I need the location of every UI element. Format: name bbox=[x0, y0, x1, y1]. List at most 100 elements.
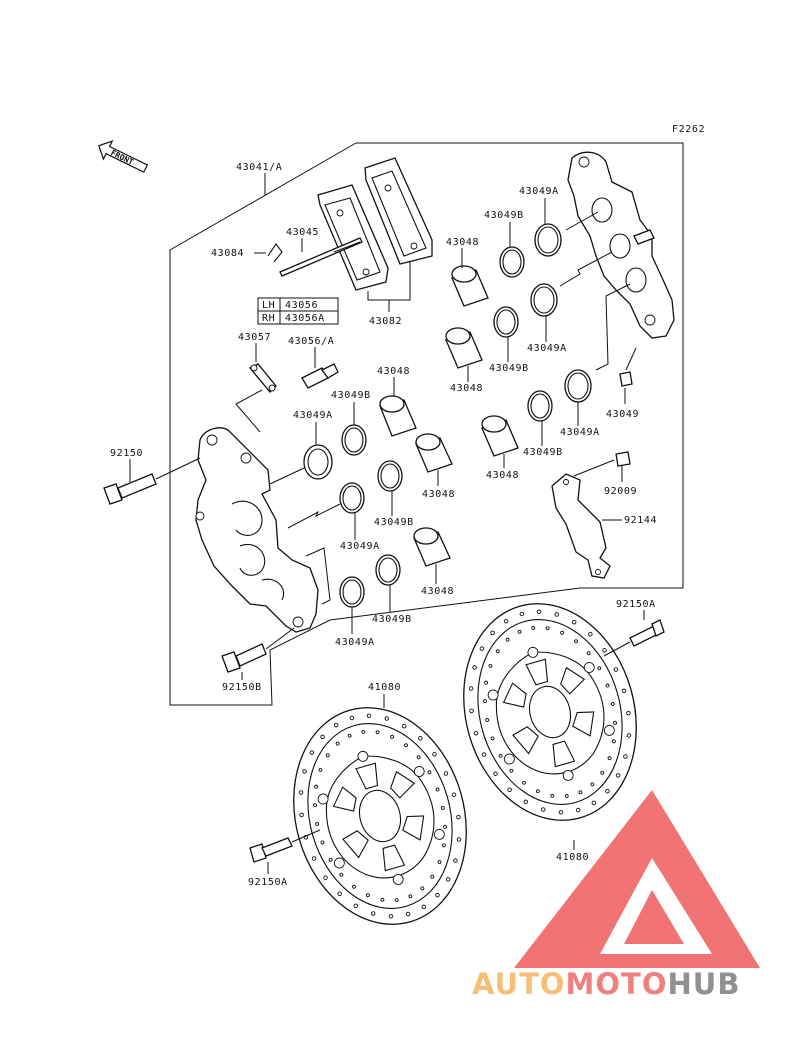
disc-cooling-hole bbox=[550, 793, 555, 798]
seal-left-4 bbox=[377, 460, 403, 492]
disc-cooling-hole bbox=[578, 790, 583, 795]
automotohub-watermark: AUTOMOTOHUB bbox=[472, 790, 760, 1001]
disc-cooling-hole bbox=[473, 730, 479, 736]
disc-cooling-hole bbox=[574, 639, 578, 644]
caliper-half-right bbox=[567, 151, 675, 339]
disc-cooling-hole bbox=[485, 718, 490, 722]
disc-cooling-hole bbox=[479, 646, 485, 651]
disc-cooling-hole bbox=[339, 872, 344, 877]
label-43049b-3: 43049B bbox=[372, 614, 412, 625]
disc-cooling-hole bbox=[320, 734, 325, 740]
disc-cooling-hole bbox=[456, 814, 461, 820]
seal-left-2 bbox=[341, 424, 367, 456]
disc-cooling-hole bbox=[328, 857, 333, 862]
disc-cooling-hole bbox=[347, 733, 352, 738]
disc-cooling-hole bbox=[298, 790, 304, 795]
label-43049a-5: 43049A bbox=[527, 343, 567, 354]
label-43082: 43082 bbox=[369, 316, 402, 327]
disc-cooling-hole bbox=[388, 914, 394, 919]
label-43049: 43049 bbox=[606, 409, 639, 420]
disc-cooling-hole bbox=[540, 807, 546, 812]
disc-cooling-hole bbox=[299, 812, 304, 818]
disc-cooling-hole bbox=[333, 722, 339, 728]
label-43041a: 43041/A bbox=[236, 162, 282, 173]
disc-cooling-hole bbox=[421, 904, 427, 910]
rh-part: 43056A bbox=[285, 313, 325, 324]
lh-rh-table: LH 43056 RH 43056A bbox=[257, 297, 339, 325]
label-43049b-1: 43049B bbox=[331, 390, 371, 401]
disc-cooling-hole bbox=[488, 663, 493, 668]
watermark-triangle-icon bbox=[514, 790, 760, 968]
disc-cooling-hole bbox=[586, 651, 591, 656]
disc-cooling-hole bbox=[456, 837, 462, 842]
disc-cooling-hole bbox=[309, 750, 315, 755]
disc-cooling-hole bbox=[320, 840, 325, 845]
seal-left-3 bbox=[339, 482, 365, 514]
disc-cooling-hole bbox=[613, 667, 619, 672]
label-43056a: 43056/A bbox=[288, 336, 334, 347]
disc-cooling-hole bbox=[626, 733, 632, 738]
brand-part-moto: MOTO bbox=[566, 967, 668, 1001]
pin-clip bbox=[267, 243, 283, 263]
disc-cooling-hole bbox=[519, 611, 525, 617]
seal-right-2 bbox=[534, 223, 562, 257]
label-43049b-5: 43049B bbox=[489, 363, 529, 374]
label-92150b: 92150B bbox=[222, 682, 262, 693]
disc-cooling-hole bbox=[493, 771, 498, 776]
disc-cooling-hole bbox=[361, 729, 366, 734]
label-43049b-6: 43049B bbox=[523, 447, 563, 458]
brake-pad-set bbox=[317, 157, 433, 291]
label-41080-right: 41080 bbox=[556, 852, 589, 863]
rh-label: RH bbox=[262, 313, 275, 324]
disc-cooling-hole bbox=[365, 893, 370, 898]
disc-cooling-hole bbox=[588, 632, 593, 637]
label-92009: 92009 bbox=[604, 486, 637, 497]
front-direction-arrow: FRONT bbox=[98, 140, 149, 173]
disc-cooling-hole bbox=[404, 743, 408, 748]
piston-left-2 bbox=[415, 433, 453, 473]
caliper-half-left bbox=[195, 389, 319, 633]
caliper-bolt-92150b bbox=[221, 643, 267, 673]
disc-cooling-hole bbox=[503, 618, 509, 624]
disc-cooling-hole bbox=[352, 884, 356, 889]
label-43049a-3: 43049A bbox=[335, 637, 375, 648]
label-92150a-1: 92150A bbox=[616, 599, 656, 610]
disc-cooling-hole bbox=[590, 782, 595, 787]
lh-label: LH bbox=[262, 300, 275, 311]
piston-right-3 bbox=[481, 415, 519, 457]
disc-cooling-hole bbox=[441, 843, 446, 848]
disc-cooling-hole bbox=[605, 788, 610, 794]
disc-cooling-hole bbox=[451, 792, 457, 798]
label-43048-2: 43048 bbox=[422, 489, 455, 500]
disc-cooling-hole bbox=[545, 626, 550, 631]
disc-right-windows bbox=[502, 658, 595, 768]
seal-left-5 bbox=[339, 576, 365, 608]
disc-bolt-92150a-1 bbox=[629, 619, 665, 647]
disc-cooling-hole bbox=[302, 769, 307, 774]
disc-cooling-hole bbox=[490, 736, 495, 741]
lh-part: 43056 bbox=[285, 300, 318, 311]
disc-cooling-hole bbox=[517, 629, 522, 634]
hose-bracket bbox=[551, 473, 611, 579]
disc-cooling-hole bbox=[353, 903, 359, 909]
disc-cooling-hole bbox=[523, 799, 529, 805]
brand-part-hub: HUB bbox=[668, 967, 741, 1001]
disc-cooling-hole bbox=[401, 723, 407, 729]
brake-disc-left bbox=[293, 707, 467, 925]
disc-cooling-hole bbox=[505, 637, 510, 642]
disc-cooling-hole bbox=[575, 807, 581, 813]
disc-cooling-hole bbox=[472, 665, 477, 670]
disc-cooling-hole bbox=[370, 911, 376, 916]
disc-cooling-hole bbox=[591, 800, 597, 806]
disc-cooling-hole bbox=[445, 877, 451, 882]
disc-cooling-hole bbox=[613, 720, 617, 725]
disc-cooling-hole bbox=[498, 753, 503, 758]
disc-cooling-hole bbox=[602, 648, 607, 653]
disc-cooling-hole bbox=[597, 666, 602, 671]
piston-right-1 bbox=[451, 265, 489, 307]
disc-cooling-hole bbox=[484, 680, 489, 685]
figure-code: F2262 bbox=[672, 124, 705, 135]
disc-cooling-hole bbox=[335, 741, 340, 746]
label-43048-1: 43048 bbox=[377, 366, 410, 377]
